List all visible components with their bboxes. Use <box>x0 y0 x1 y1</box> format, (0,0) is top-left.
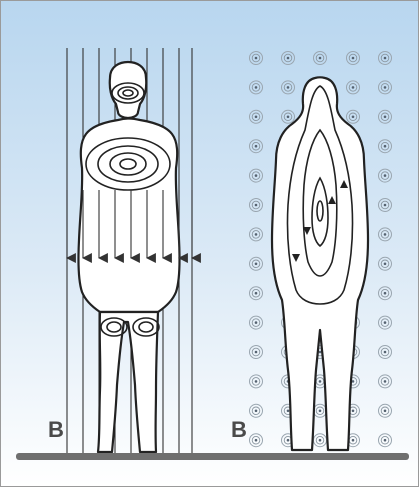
left-field-label: B <box>48 417 64 442</box>
right-field-label: B <box>231 417 247 442</box>
ground-line <box>16 453 409 460</box>
